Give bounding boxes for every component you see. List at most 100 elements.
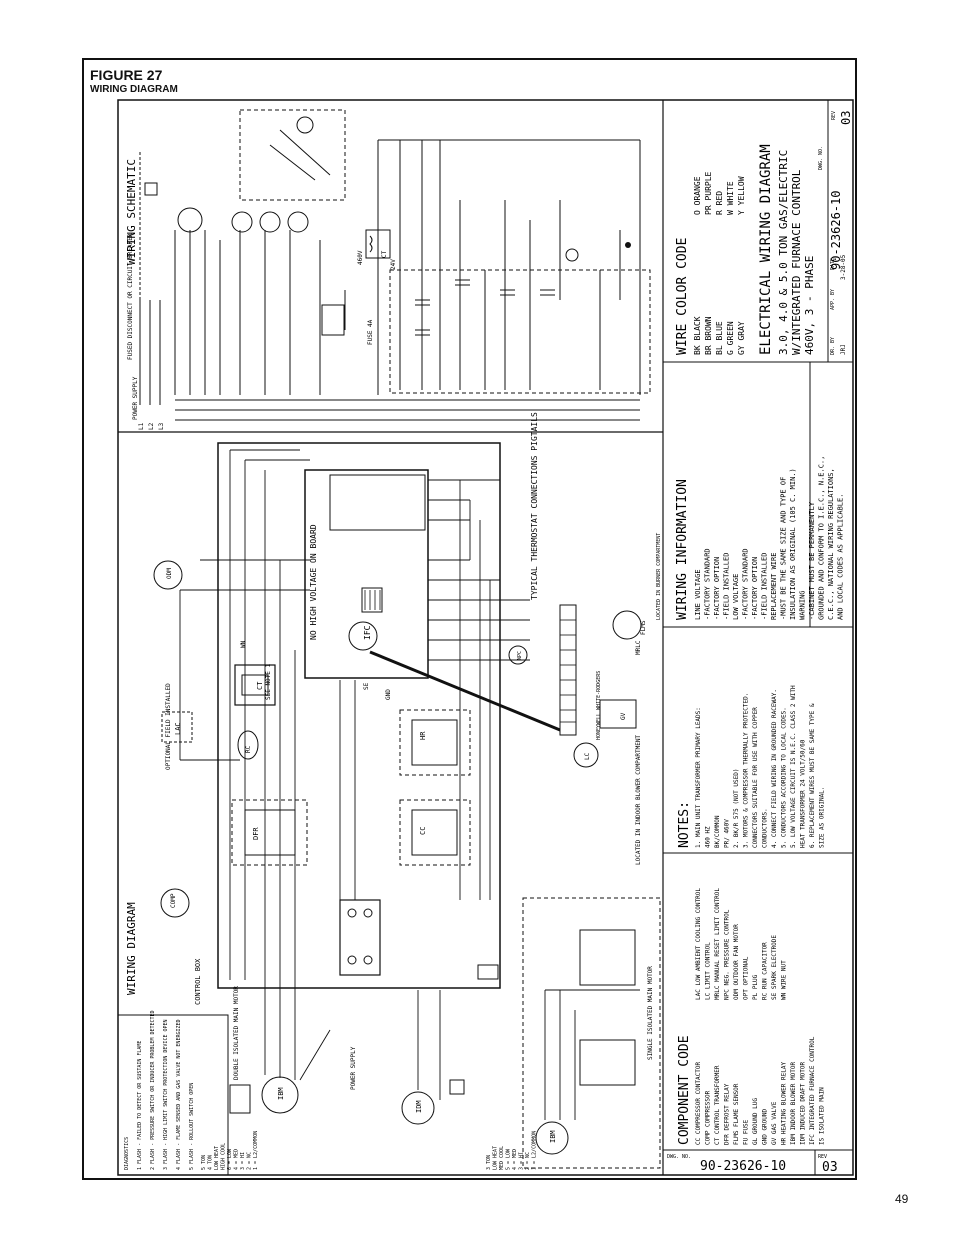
dfr-label: DFR xyxy=(252,827,260,840)
schematic-24v-label: 24V xyxy=(390,259,397,270)
component-code-item: WN WIRE NUT xyxy=(781,960,788,1000)
motor-speed-line: 5 = LOW xyxy=(506,1148,512,1170)
control-box-outline xyxy=(217,442,501,989)
power-supply-label: POWER SUPPLY xyxy=(132,376,139,420)
motor-speed-line: 3 TON xyxy=(486,1155,492,1170)
l1-label: L1 xyxy=(138,422,145,430)
schematic-ct-label: CT xyxy=(381,250,388,258)
diagnostic-line: 4 FLASH - FLAME SENSED AND GAS VALVE NOT… xyxy=(176,1019,182,1170)
ifc-plug xyxy=(361,587,383,613)
wiring-info-line: -MUST BE THE SAME SIZE AND TYPE OF xyxy=(780,477,788,620)
component-code-item: GV GAS VALVE xyxy=(771,1101,778,1145)
component-code-item: RC RUN CAPACITOR xyxy=(762,942,769,1000)
hr-label: HR xyxy=(419,731,427,740)
note-line: 5. CONDUCTORS ACCORDING TO LOCAL CODES. xyxy=(781,707,788,848)
component-code-item: IBM INDOOR BLOWER MOTOR xyxy=(790,1062,797,1145)
motor-speed-line: 1 = L2/COMMON xyxy=(253,1131,259,1170)
motor-speed-line: LOW HEAT xyxy=(214,1146,220,1170)
comp-label: COMP xyxy=(170,893,177,908)
wire-color-item: BK BLACK xyxy=(693,316,702,355)
schematic-odm-icon xyxy=(231,211,253,233)
motor-speed-line: MED COOL xyxy=(499,1146,505,1170)
see-note-label: SEE NOTE 1 xyxy=(265,663,272,700)
npc-icon xyxy=(508,645,528,665)
idm-label: IDM xyxy=(415,1100,423,1113)
title-line-2: 3.0, 4.0 & 5.0 TON GAS/ELECTRIC xyxy=(777,150,790,355)
wire-color-heading: WIRE COLOR CODE xyxy=(675,238,690,355)
honeywell-label: HONEYWELL WHITE-RODGERS xyxy=(596,671,602,740)
main-contactor xyxy=(339,899,381,976)
cc-contactor-box xyxy=(399,799,471,866)
motor-speed-line: 1 = L2/COMMON xyxy=(532,1131,538,1170)
bottom-rev-label: REV xyxy=(818,1154,827,1160)
title-line-3: W/INTEGRATED FURNACE CONTROL xyxy=(790,169,803,355)
lac-optional-box xyxy=(161,711,193,743)
app-by-label: APP. BY xyxy=(830,289,836,310)
comp-motor-icon xyxy=(160,888,190,918)
component-code-heading: COMPONENT CODE xyxy=(677,1035,692,1145)
wire-color-item: Y YELLOW xyxy=(737,176,746,215)
wiring-diagram-section xyxy=(117,442,661,1176)
motor-speed-line: 3 = HI xyxy=(240,1152,246,1170)
ifc-harness xyxy=(369,650,561,732)
wire-color-item: PR PURPLE xyxy=(704,171,713,215)
wire-color-item: BR BROWN xyxy=(704,316,713,355)
motor-speed-line: 6 = LOW xyxy=(227,1148,233,1170)
schematic-transformer xyxy=(365,229,391,259)
component-code-item: IFC INTEGRATED FURNACE CONTROL xyxy=(809,1036,816,1145)
dr-by-label: DR. BY xyxy=(830,337,836,355)
double-isolated-label: DOUBLE ISOLATED MAIN MOTOR xyxy=(233,986,240,1080)
wire-color-item: W WHITE xyxy=(726,181,735,215)
l3-label: L3 xyxy=(158,422,165,430)
gnd-label: GND xyxy=(385,689,392,700)
wiring-info-list: LINE VOLTAGE-FACTORY STANDARD-FACTORY OP… xyxy=(694,456,845,620)
motor-speed-line: 4 = MED xyxy=(512,1149,518,1170)
schematic-idm-icon xyxy=(259,211,281,233)
located-burner-label: LOCATED IN BURNER COMPARTMENT xyxy=(656,533,662,620)
motor-speed-line: 2 = NC xyxy=(525,1152,531,1170)
component-code-item: MRLC MANUAL RESET LIMIT CONTROL xyxy=(714,888,721,1000)
schematic-heading: WIRING SCHEMATIC xyxy=(125,159,138,265)
dr-by-value: JRJ xyxy=(840,344,847,355)
figure-subtitle: WIRING DIAGRAM xyxy=(90,84,178,95)
schematic-section xyxy=(139,109,651,421)
component-code-item: CC COMPRESSOR CONTACTOR xyxy=(695,1062,702,1145)
component-code-item: FU FUSE xyxy=(743,1119,750,1145)
note-line: HEAT TRANSFORMER 24 VOLT/50/60 xyxy=(800,739,807,848)
component-code-item: LAC LOW AMBIENT COOLING CONTROL xyxy=(695,888,702,1000)
schematic-optional-box xyxy=(239,109,346,201)
note-line: SIZE AS ORIGINAL. xyxy=(819,787,826,848)
wiring-info-line: -FIELD INSTALLED xyxy=(723,553,731,620)
diagnostic-line: 1 FLASH - FAILED TO DETECT OR SUSTAIN FL… xyxy=(137,1041,143,1170)
wiring-info-heading: WIRING INFORMATION xyxy=(675,479,690,620)
ground-lug xyxy=(477,964,499,980)
page-number: 49 xyxy=(895,1192,909,1206)
wiring-info-line: AND LOCAL CODES AS APPLICABLE. xyxy=(837,494,845,620)
ifc-board xyxy=(304,469,429,679)
plug-connector-strip xyxy=(559,604,577,736)
component-code-item: FLMS FLAME SENSOR xyxy=(733,1083,740,1145)
diagnostic-line: 5 FLASH - ROLLOUT SWITCH OPEN xyxy=(189,1083,195,1170)
cc-label: CC xyxy=(419,827,427,835)
wire-color-item: GY GRAY xyxy=(737,321,746,355)
odm-label: ODM xyxy=(166,568,173,579)
component-code-item: PL PLUG xyxy=(752,974,759,1000)
diagnostic-line: 3 FLASH - HIGH LIMIT SWITCH PROTECTION D… xyxy=(163,1019,169,1170)
schematic-comp-icon xyxy=(177,207,203,233)
flms-label: FLMS xyxy=(640,620,647,635)
optional-field-label: OPTIONAL FIELD INSTALLED xyxy=(165,683,172,770)
power-supply-bottom-label: POWER SUPPLY xyxy=(350,1046,357,1090)
note-line: 5. LOW VOLTAGE CIRCUIT IS N.E.C. CLASS 2… xyxy=(790,685,797,848)
component-code-item: IDM INDUCED DRAFT MOTOR xyxy=(800,1062,807,1145)
idm-motor-icon xyxy=(401,1091,435,1125)
odm-motor-icon xyxy=(153,560,183,590)
wiring-info-line: GROUNDED AND CONFORM TO I.E.C., N.E.C., xyxy=(818,456,826,620)
wiring-info-line: LOW VOLTAGE xyxy=(732,574,740,620)
component-code-item: ODM OUTDOOR FAN MOTOR xyxy=(733,924,740,1000)
note-line: CONNECTORS SUITABLE FOR USE WITH COPPER xyxy=(752,707,759,848)
motor-speed-line: 4 = MED xyxy=(234,1149,240,1170)
ifc-label: IFC xyxy=(363,625,372,640)
note-line: BK/COMMON xyxy=(714,815,721,848)
